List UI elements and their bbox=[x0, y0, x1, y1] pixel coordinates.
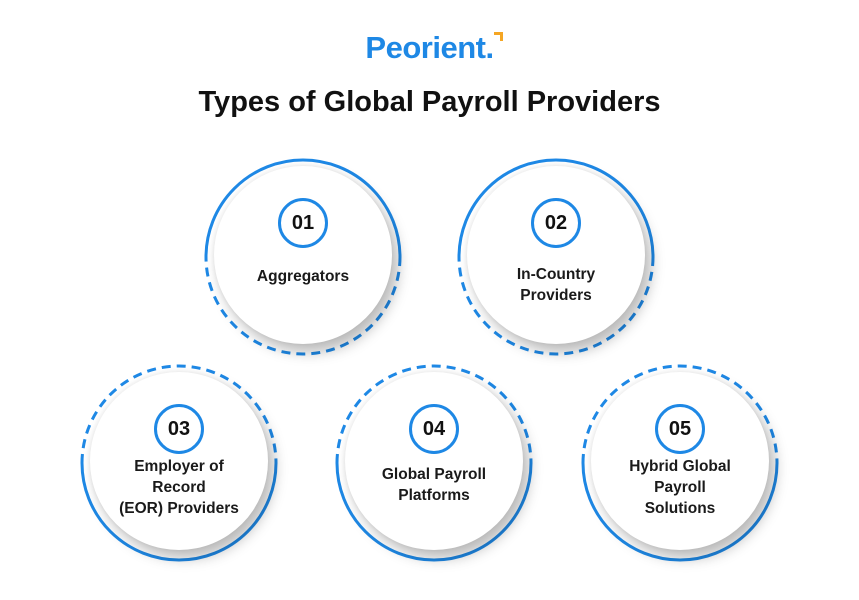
label-line: In-Country bbox=[516, 266, 596, 283]
label-line: Record bbox=[152, 479, 206, 496]
provider-label: Aggregators bbox=[232, 266, 374, 287]
brand-name: Peorient bbox=[365, 30, 486, 65]
label-line: Global Payroll bbox=[381, 466, 487, 483]
logo-corner-icon bbox=[493, 32, 503, 41]
label-line: Payroll bbox=[654, 479, 706, 496]
page-title: Types of Global Payroll Providers bbox=[198, 86, 661, 118]
circle-disc: 04 Global Payroll Platforms bbox=[345, 372, 523, 550]
label-line: Solutions bbox=[644, 500, 716, 517]
provider-label: In-Country Providers bbox=[485, 264, 627, 306]
brand-dot: . bbox=[485, 30, 494, 65]
number-badge: 03 bbox=[154, 404, 204, 454]
provider-label: Employer of Record (EOR) Providers bbox=[108, 456, 250, 519]
number-badge: 02 bbox=[531, 198, 581, 248]
label-line: Hybrid Global bbox=[629, 458, 731, 475]
circle-disc: 01 Aggregators bbox=[214, 166, 392, 344]
ring-icon bbox=[335, 364, 533, 562]
label-line: Providers bbox=[520, 287, 592, 304]
number-badge: 04 bbox=[409, 404, 459, 454]
provider-type-4: 04 Global Payroll Platforms bbox=[329, 358, 539, 568]
provider-type-3: 03 Employer of Record (EOR) Providers bbox=[74, 358, 284, 568]
provider-type-2: 02 In-Country Providers bbox=[451, 152, 661, 362]
circle-disc: 02 In-Country Providers bbox=[467, 166, 645, 344]
provider-label: Hybrid Global Payroll Solutions bbox=[609, 456, 751, 519]
provider-label: Global Payroll Platforms bbox=[363, 464, 505, 506]
ring-icon bbox=[581, 364, 779, 562]
circle-disc: 05 Hybrid Global Payroll Solutions bbox=[591, 372, 769, 550]
ring-icon bbox=[80, 364, 278, 562]
label-line: (EOR) Providers bbox=[119, 500, 239, 517]
circle-disc: 03 Employer of Record (EOR) Providers bbox=[90, 372, 268, 550]
number-badge: 01 bbox=[278, 198, 328, 248]
label-line: Aggregators bbox=[256, 268, 350, 285]
ring-icon bbox=[204, 158, 402, 356]
ring-icon bbox=[457, 158, 655, 356]
provider-type-1: 01 Aggregators bbox=[198, 152, 408, 362]
brand-logo: Peorient. bbox=[0, 30, 859, 66]
label-line: Platforms bbox=[398, 487, 470, 504]
provider-type-5: 05 Hybrid Global Payroll Solutions bbox=[575, 358, 785, 568]
label-line: Employer of bbox=[134, 458, 224, 475]
number-badge: 05 bbox=[655, 404, 705, 454]
